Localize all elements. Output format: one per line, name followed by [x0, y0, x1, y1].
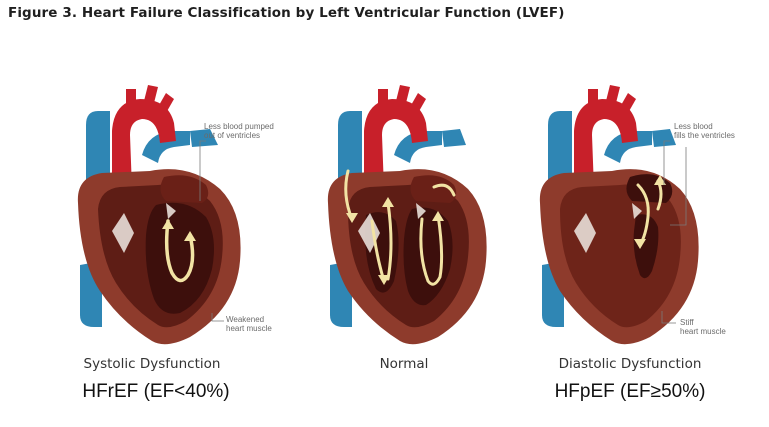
callout-line-bottom [211, 313, 224, 322]
aorta-branch-1-shape [378, 89, 388, 107]
flow-arrowhead-shape [634, 239, 646, 249]
callout-line-right [670, 147, 687, 226]
callout-line-top [663, 140, 670, 185]
callout-line-bottom [661, 311, 676, 324]
panel-code-hfref: HFrEF (EF<40%) [82, 381, 230, 402]
left-ventricle-chamber-shape [633, 214, 659, 279]
flow-arrowhead-shape [184, 231, 196, 241]
figure-title: Figure 3. Heart Failure Classification b… [8, 5, 565, 21]
flow-arrow-shape [164, 219, 195, 283]
pulmonary-artery-right-shape [442, 129, 466, 147]
pulmonary-artery-right-shape [190, 129, 218, 147]
flow-arrowhead-shape-2 [654, 175, 666, 185]
panel-systolic: Less blood pumped out of ventricles Weak… [40, 85, 280, 420]
callout-top-text: Less blood pumped out of ventricles [204, 122, 274, 140]
flow-arrow-shape-4 [419, 213, 444, 286]
flow-arrow-shape-3 [386, 201, 393, 281]
flow-arrow-shape-5 [432, 183, 456, 197]
valve-shape-2 [166, 203, 176, 219]
pulmonary-artery-right-shape [652, 129, 676, 147]
callout-top-text: Less blood fills the ventricles [674, 122, 735, 140]
aorta-shape [364, 99, 428, 189]
pulmonary-artery-shape [142, 131, 190, 163]
callout-bottom-text: Stiff heart muscle [680, 318, 726, 336]
valve-shape-2 [632, 203, 642, 219]
aorta-branch-3-shape [158, 93, 174, 113]
heart-illustration-diastolic [539, 85, 699, 345]
panel-label-systolic: Systolic Dysfunction [83, 356, 221, 372]
flow-arrowhead-shape-2 [162, 219, 174, 229]
aorta-branch-1-shape [126, 89, 136, 107]
pulmonary-artery-shape [394, 131, 442, 163]
valve-shape [574, 213, 596, 253]
flow-arrowhead-shape-4 [346, 213, 358, 223]
aorta-branch-2-shape [396, 85, 410, 103]
left-atrium-shape [160, 175, 209, 203]
callout-line-top [199, 140, 206, 201]
valve-shape [112, 213, 134, 253]
aorta-shape [574, 99, 638, 189]
panel-label-normal: Normal [379, 356, 429, 372]
callout-bottom-text: Weakened heart muscle [226, 315, 272, 333]
aorta-shape [112, 99, 176, 189]
aorta-branch-2-shape [144, 85, 158, 103]
flow-arrow-shape [636, 183, 650, 247]
flow-arrowhead-shape [382, 197, 394, 207]
left-atrium-shape [410, 175, 457, 203]
heart-illustration-systolic [77, 85, 241, 345]
aorta-branch-3-shape [410, 93, 426, 113]
aorta-branch-1-shape [588, 89, 598, 107]
panel-normal: Normal [284, 85, 524, 420]
pulmonary-artery-shape [604, 131, 652, 163]
heart-illustration-normal [327, 85, 487, 345]
left-ventricle-chamber-shape [145, 202, 214, 314]
flow-arrowhead-shape-2 [432, 211, 444, 221]
valve-shape-2 [416, 203, 426, 219]
flow-arrowhead-shape-3 [378, 275, 390, 285]
aorta-branch-2-shape [606, 85, 620, 103]
panel-code-hfpef: HFpEF (EF≥50%) [554, 381, 706, 402]
panel-diastolic: Less blood fills the ventricles Stiff he… [520, 85, 760, 420]
panel-label-diastolic: Diastolic Dysfunction [558, 356, 702, 372]
aorta-branch-3-shape [620, 93, 636, 113]
